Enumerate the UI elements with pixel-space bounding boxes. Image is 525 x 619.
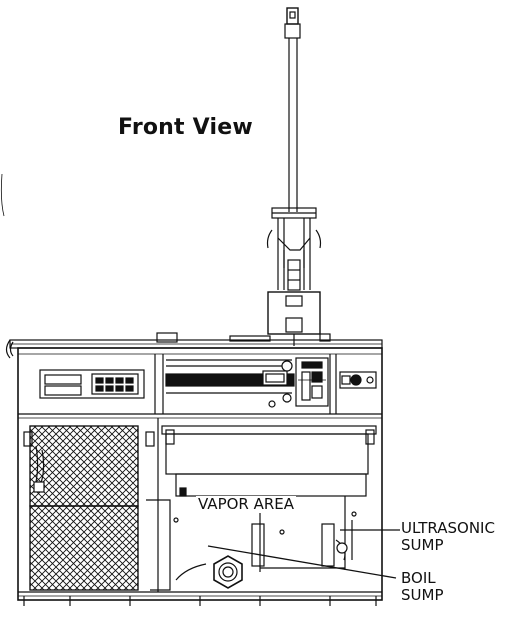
leader-lines bbox=[207, 529, 400, 579]
edge-mark bbox=[0, 173, 5, 217]
electrical-panel bbox=[295, 357, 377, 407]
vapor-area-label: VAPOR AREA bbox=[196, 495, 297, 513]
side-grilles bbox=[23, 425, 155, 591]
boil-line-1: BOIL bbox=[401, 569, 436, 587]
ultrasonic-line-1: ULTRASONIC bbox=[401, 519, 495, 537]
ultrasonic-line-2: SUMP bbox=[401, 536, 444, 554]
tank bbox=[146, 425, 377, 591]
diagram-title: Front View bbox=[118, 115, 253, 140]
control-panel bbox=[39, 369, 145, 399]
center-rail bbox=[165, 359, 295, 408]
ultrasonic-sump-label: ULTRASONIC SUMP bbox=[401, 520, 495, 554]
boil-line-2: SUMP bbox=[401, 586, 444, 604]
boil-sump-label: BOIL SUMP bbox=[401, 570, 444, 604]
vapor-area-text: VAPOR AREA bbox=[198, 495, 295, 513]
cabinet bbox=[17, 347, 383, 606]
hoist-column bbox=[266, 7, 322, 346]
